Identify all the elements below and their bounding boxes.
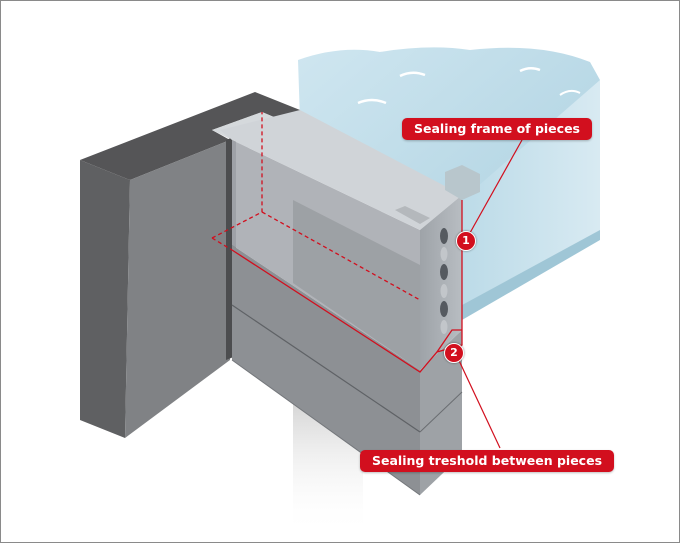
callout-2-badge: 2 [444,343,464,363]
callout-2-leader [454,351,501,449]
callout-1-badge: 1 [456,231,476,251]
callout-1-leader [465,139,523,241]
callout-1-label: Sealing frame of pieces [402,118,592,140]
seal-markers [440,228,448,334]
sealing-frame-outline [211,112,463,373]
gate-block [220,110,480,496]
callout-2-label: Sealing treshold between pieces [360,450,615,472]
